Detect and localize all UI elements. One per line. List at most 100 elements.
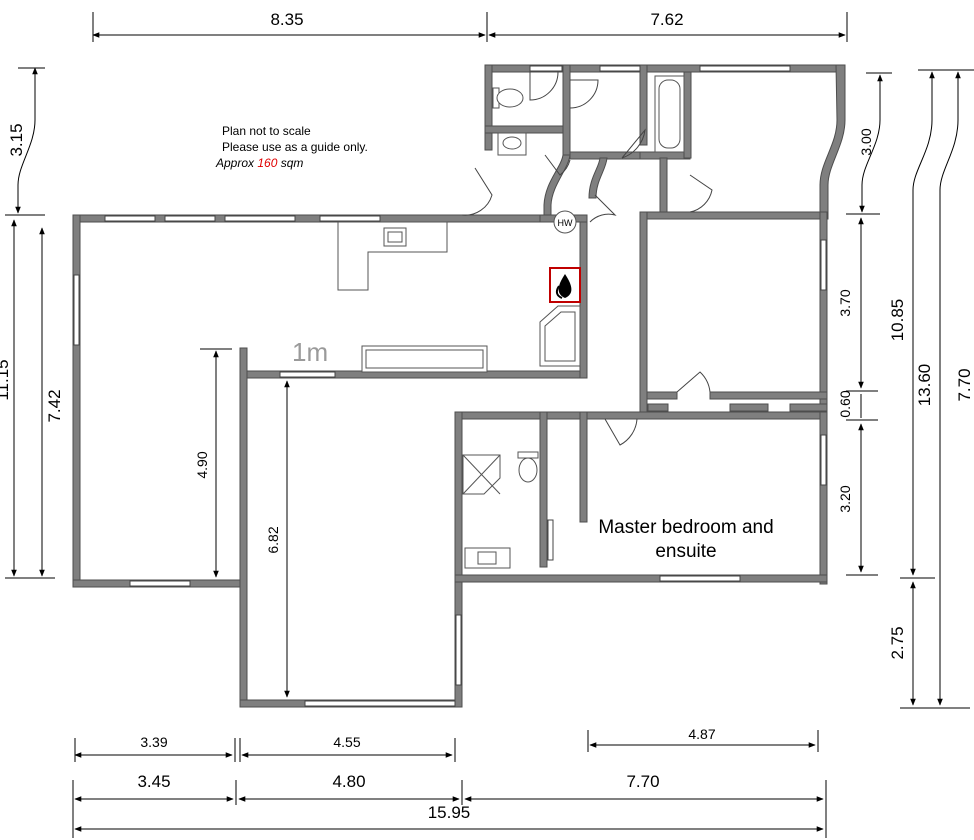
tv-unit-icon bbox=[361, 345, 488, 373]
dim-right-upper: 3.00 bbox=[858, 128, 874, 155]
window bbox=[659, 575, 741, 582]
window bbox=[224, 215, 296, 222]
window bbox=[304, 700, 456, 707]
shower-icon bbox=[462, 454, 501, 495]
wall-ensuite-mid bbox=[539, 411, 548, 568]
wall-bed2-bottom-a bbox=[646, 391, 678, 400]
basin-icon bbox=[464, 547, 511, 569]
wall-bed2-top bbox=[639, 211, 829, 220]
window bbox=[547, 519, 554, 561]
wall-hall-c bbox=[789, 403, 828, 412]
note-area: Approx 160 sqm bbox=[215, 156, 303, 170]
window bbox=[279, 371, 336, 378]
doors bbox=[461, 71, 713, 446]
hot-water-icon: HW bbox=[553, 210, 577, 234]
plan-notes: Plan not to scale Please use as a guide … bbox=[215, 124, 368, 170]
dim-left-upper: 3.15 bbox=[7, 123, 26, 156]
window bbox=[820, 434, 827, 486]
toilet-icon bbox=[492, 87, 524, 109]
door-swing bbox=[529, 71, 559, 101]
wall-laundry-right bbox=[579, 214, 588, 379]
wall-ensuite-left bbox=[454, 411, 463, 583]
wall-north-left bbox=[484, 64, 493, 151]
dim-right-hall: 0.60 bbox=[837, 390, 853, 417]
dim-living-depth: 6.82 bbox=[265, 526, 281, 553]
wall-wc-right bbox=[562, 64, 571, 158]
note-area-value: 160 bbox=[257, 156, 277, 170]
dim-bottom-outer-1: 3.45 bbox=[137, 772, 170, 791]
dim-right-bed: 3.70 bbox=[837, 289, 853, 316]
fireplace-icon bbox=[549, 267, 581, 303]
window bbox=[699, 65, 791, 72]
wall-ensuite-shelf bbox=[461, 411, 541, 420]
note-guide-only: Please use as a guide only. bbox=[222, 140, 368, 154]
door-swing bbox=[621, 128, 646, 159]
door-swing bbox=[544, 154, 571, 176]
dim-top-left: 8.35 bbox=[270, 10, 303, 29]
note-area-prefix: Approx bbox=[215, 156, 257, 170]
toilet-icon bbox=[517, 451, 539, 483]
dim-bottom-total: 15.95 bbox=[428, 803, 471, 822]
dim-right-total-a: 10.85 bbox=[888, 299, 907, 342]
dim-right-master: 3.20 bbox=[837, 485, 853, 512]
dim-bottom-inner-3: 4.87 bbox=[688, 726, 715, 742]
window bbox=[129, 580, 191, 587]
wall-hall-b bbox=[729, 403, 769, 412]
fixtures: HW bbox=[337, 75, 685, 569]
scale-label: 1m bbox=[292, 337, 328, 367]
wall-bath-left bbox=[639, 64, 648, 146]
laundry-cabinet-icon bbox=[539, 305, 581, 367]
wall-corridor-curve-left bbox=[543, 154, 571, 216]
room-label-master-line1: Master bedroom and bbox=[598, 517, 773, 538]
bathtub-icon bbox=[654, 75, 685, 153]
window bbox=[319, 215, 381, 222]
wall-bed2-bottom-b bbox=[709, 391, 828, 400]
walls bbox=[72, 64, 846, 708]
windows bbox=[73, 65, 827, 707]
wall-west-left bbox=[72, 214, 81, 588]
window bbox=[820, 239, 827, 291]
dim-top-right: 7.62 bbox=[650, 10, 683, 29]
door-swing bbox=[689, 174, 713, 213]
window bbox=[104, 215, 156, 222]
door-swing bbox=[676, 371, 711, 393]
window bbox=[455, 614, 462, 686]
note-area-suffix: sqm bbox=[277, 156, 303, 170]
basin-icon bbox=[497, 132, 527, 156]
room-label-master: Master bedroom and ensuite bbox=[598, 517, 773, 562]
door-swing bbox=[604, 418, 638, 446]
window bbox=[73, 274, 80, 346]
window bbox=[599, 65, 641, 72]
wall-ne-curve bbox=[819, 64, 846, 216]
kitchen-bench-icon bbox=[337, 221, 448, 291]
wall-master-right bbox=[819, 411, 828, 585]
door-swing bbox=[569, 79, 599, 109]
dim-left-mid-partial: 11.15 bbox=[0, 359, 12, 400]
window bbox=[164, 215, 216, 222]
wall-corridor-right bbox=[659, 157, 668, 219]
dim-left-mid: 7.42 bbox=[45, 389, 64, 422]
note-not-to-scale: Plan not to scale bbox=[222, 124, 311, 138]
wall-wc-bottom bbox=[484, 125, 571, 134]
wall-living-left bbox=[239, 347, 248, 707]
wall-ensuite-right bbox=[579, 411, 588, 523]
dim-bottom-outer-2: 4.80 bbox=[332, 772, 365, 791]
wall-hall-a bbox=[647, 403, 669, 412]
wall-bed2-left bbox=[639, 211, 648, 415]
dim-right-total-c: 7.70 bbox=[955, 368, 974, 401]
wall-corridor-curve-right bbox=[588, 157, 608, 199]
window bbox=[529, 65, 563, 72]
dim-right-total-b: 13.60 bbox=[915, 364, 934, 407]
dim-bottom-outer-3: 7.70 bbox=[626, 772, 659, 791]
wall-master-bottom bbox=[454, 574, 828, 583]
dimension-lines: 8.35 7.62 3.15 7.42 11.15 4.90 6.82 3.00… bbox=[0, 10, 974, 838]
room-label-master-line2: ensuite bbox=[655, 541, 716, 562]
dim-bottom-inner-2: 4.55 bbox=[333, 734, 360, 750]
dim-living-width: 4.90 bbox=[194, 451, 210, 478]
dim-bottom-inner-1: 3.39 bbox=[140, 734, 167, 750]
hot-water-label: HW bbox=[558, 218, 573, 228]
door-swing bbox=[589, 194, 617, 223]
door-swing bbox=[461, 167, 493, 216]
wall-bath-right bbox=[683, 71, 692, 159]
